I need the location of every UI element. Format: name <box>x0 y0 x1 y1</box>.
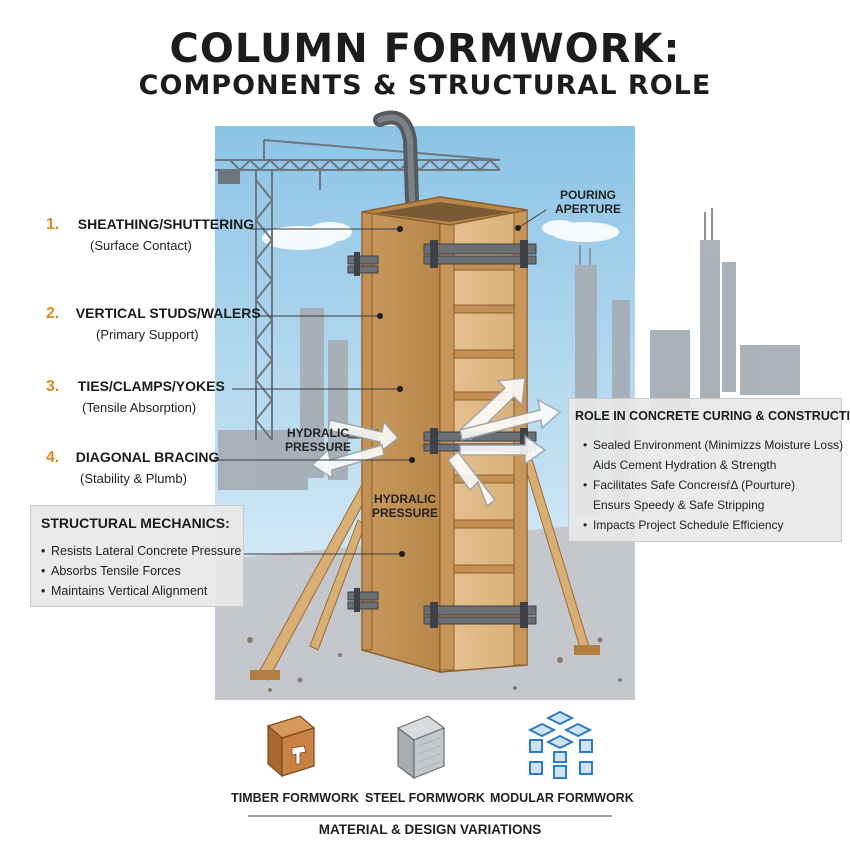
clouds <box>262 220 619 250</box>
pressure-label-center: HYDRALIC PRESSURE <box>371 492 439 520</box>
component-title: DIAGONAL BRACING <box>75 449 220 465</box>
steel-block-icon <box>396 715 446 780</box>
leader-dots <box>377 225 521 557</box>
list-item: Aids Cement Hydration & Strength <box>593 458 777 472</box>
page-title: COLUMN FORMWORK: <box>169 26 681 72</box>
material-label-steel: STEEL FORMWORK <box>365 791 485 805</box>
list-item: •Maintains Vertical Alignment <box>41 584 208 598</box>
component-number: 4. <box>46 449 60 466</box>
timber-block-icon <box>266 715 316 778</box>
component-sheathing: 1. SHEATHING/SHUTTERING <box>46 216 254 234</box>
footer-title: MATERIAL & DESIGN VARIATIONS <box>318 822 542 837</box>
material-label-modular: MODULAR FORMWORK <box>490 791 634 805</box>
component-number: 3. <box>46 378 60 395</box>
page-subtitle: COMPONENTS & STRUCTURAL ROLE <box>138 70 712 101</box>
component-title: TIES/CLAMPS/YOKES <box>77 378 225 394</box>
skyline-rebars <box>579 208 713 265</box>
component-subtitle: (Stability & Plumb) <box>80 471 187 486</box>
leader-lines <box>212 209 547 555</box>
panel-title: ROLE IN CONCRETE CURING & CONSTRUCTION: <box>575 409 850 423</box>
gravel <box>247 637 622 692</box>
component-number: 2. <box>46 305 60 322</box>
component-number: 1. <box>46 216 60 233</box>
component-title: SHEATHING/SHUTTERING <box>77 216 255 232</box>
material-label-timber: TIMBER FORMWORK <box>231 791 359 805</box>
tower-crane <box>215 139 501 441</box>
component-subtitle: (Primary Support) <box>96 327 199 342</box>
list-item: •Absorbs Tensile Forces <box>41 564 181 578</box>
list-item: •Facilitates Safe ConcreısŕΔ (Pourture) <box>583 478 796 492</box>
role-panel: ROLE IN CONCRETE CURING & CONSTRUCTION: … <box>568 398 850 542</box>
pouring-aperture-label: POURING APERTURE <box>554 188 621 216</box>
pressure-label-left: HYDRALIC PRESSURE <box>284 426 352 454</box>
component-bracing: 4. DIAGONAL BRACING <box>46 449 219 467</box>
list-item: •Resists Lateral Concrete Pressure <box>41 544 242 558</box>
list-item: •Sealed Environment (Minimizzs Moisture … <box>583 438 844 452</box>
component-studs: 2. VERTICAL STUDS/WALERS <box>46 305 261 323</box>
pressure-arrows <box>310 377 562 508</box>
component-subtitle: (Surface Contact) <box>90 238 192 253</box>
structural-mechanics-panel: STRUCTURAL MECHANICS: •Resists Lateral C… <box>30 505 244 607</box>
clamp-bolts <box>354 240 528 628</box>
component-title: VERTICAL STUDS/WALERS <box>75 305 261 321</box>
list-item: •Impacts Project Schedule Efficiency <box>583 518 784 532</box>
modular-cubes-icon <box>527 710 593 779</box>
list-item: Ensurs Speedy & Safe Stripping <box>593 498 765 512</box>
crane-counterweight <box>218 170 240 184</box>
diagonal-bracing <box>257 445 591 681</box>
component-subtitle: (Tensile Absorption) <box>82 400 197 415</box>
component-ties: 3. TIES/CLAMPS/YOKES <box>46 378 225 396</box>
panel-title: STRUCTURAL MECHANICS: <box>41 515 230 531</box>
